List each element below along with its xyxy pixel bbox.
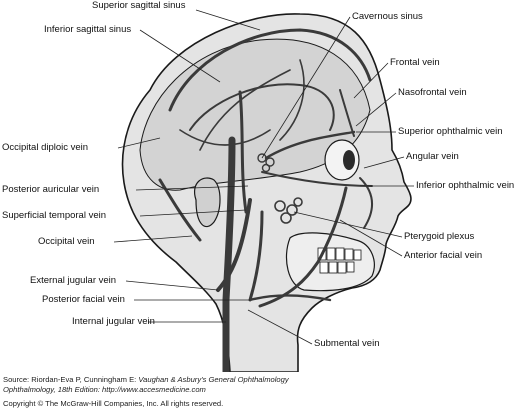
label-internal-jugular-vein: Internal jugular vein [72,316,155,327]
copyright-notice: Copyright © The McGraw-Hill Companies, I… [3,399,224,408]
cortical-vessel-a [199,69,291,151]
inferior-sagittal-sinus-vessel [189,83,335,131]
label-cavernous-sinus: Cavernous sinus [352,11,423,22]
superior-ophthalmic-vessel [264,130,356,160]
angular-vessel [359,177,374,229]
label-external-jugular-vein: External jugular vein [30,275,117,286]
source-prefix: Source: Riordan-Eva P, Cunningham E: [3,375,139,384]
label-superficial-temporal-vein: Superficial temporal vein [2,210,107,221]
label-angular-vein: Angular vein [406,151,459,162]
veins [158,28,374,372]
label-occipital-diploic-vein: Occipital diploic vein [2,142,89,153]
label-superior-ophthalmic-vein: Superior ophthalmic vein [398,126,503,137]
pterygoid-plexus-cluster [274,197,303,224]
label-pterygoid-plexus: Pterygoid plexus [404,231,475,242]
label-posterior-facial-vein: Posterior facial vein [42,294,125,305]
occipital-vessel [158,178,202,242]
external-jugular-vessel [216,198,252,292]
cortical-vessel-c [279,59,305,141]
eye-ball [324,139,360,181]
ear [194,177,221,228]
label-anterior-facial-vein: Anterior facial vein [404,250,483,261]
iris [343,150,355,170]
label-submental-vein: Submental vein [314,338,380,349]
label-superior-sagittal-sinus: Superior sagittal sinus [92,0,186,11]
cavernous-sinus-cluster [257,153,275,173]
head-venous-anatomy-diagram [113,9,414,372]
label-inferior-ophthalmic-vein: Inferior ophthalmic vein [416,180,515,191]
source-title: Vaughan & Asbury's General Ophthalmology [138,375,289,384]
source-line2: Ophthalmology, 18th Edition: http://www.… [3,385,206,394]
leader-lines [113,9,414,345]
label-frontal-vein: Frontal vein [390,57,440,68]
superior-sagittal-sinus-vessel [168,28,372,112]
superficial-temporal-vessel [238,90,248,214]
posterior-facial-vessel [248,210,264,302]
label-nasofrontal-vein: Nasofrontal vein [398,87,467,98]
source-citation: Source: Riordan-Eva P, Cunningham E: Vau… [3,375,289,395]
label-posterior-auricular-vein: Posterior auricular vein [2,184,100,195]
submental-vessel [248,294,332,302]
internal-jugular-vessel [222,136,236,372]
label-occipital-vein: Occipital vein [38,236,95,247]
cortical-vessel-b [179,129,271,146]
teeth [317,247,362,274]
label-inferior-sagittal-sinus: Inferior sagittal sinus [44,24,132,35]
